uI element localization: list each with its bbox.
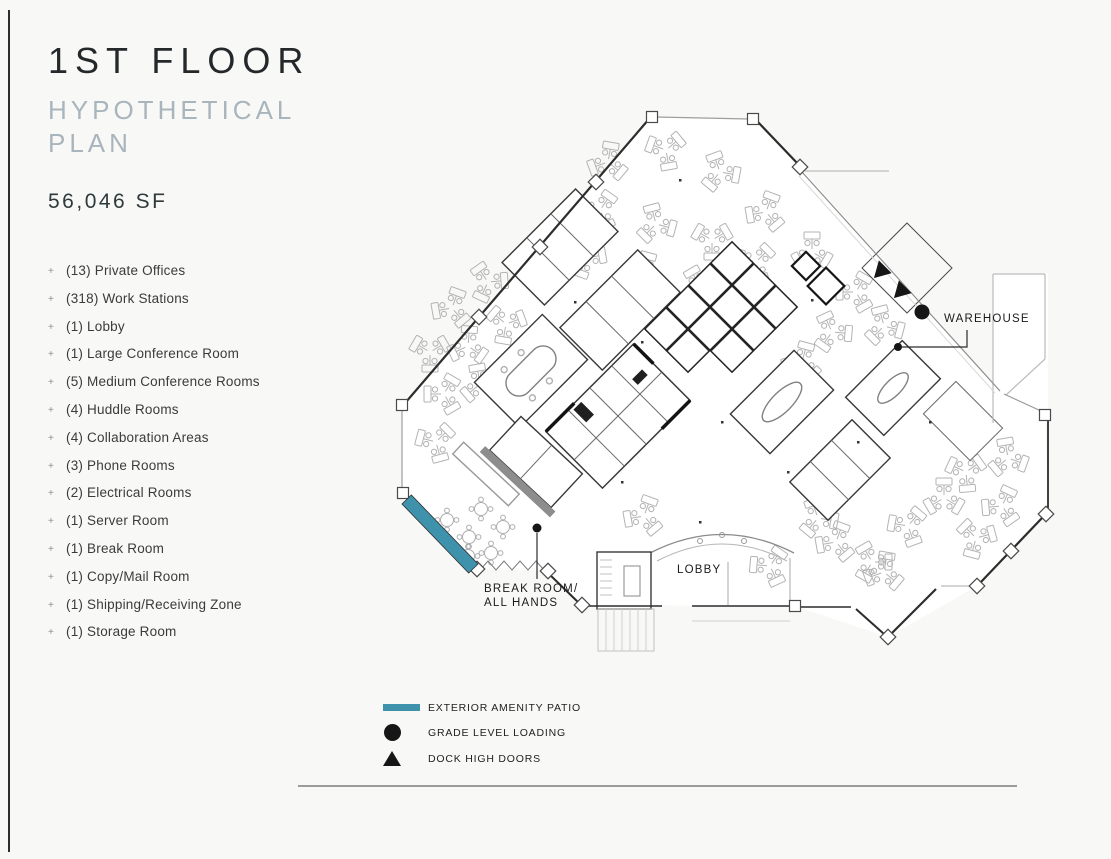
list-item-label: (4) Collaboration Areas [66,429,209,445]
list-item: (1) Lobby [48,319,260,347]
program-list: (13) Private Offices (318) Work Stations… [48,263,260,652]
break-room-block [479,415,584,518]
page-title: 1ST FLOOR [48,40,311,81]
legend-label: GRADE LEVEL LOADING [428,726,566,739]
dock-high-door-icon [873,260,892,279]
interior-rooms [451,188,942,522]
list-item: (4) Collaboration Areas [48,430,260,458]
list-item-label: (1) Storage Room [66,624,177,640]
list-item: (2) Electrical Rooms [48,485,260,513]
list-item: (1) Storage Room [48,624,260,652]
teal-bar-icon [383,704,420,711]
warehouse-leader-dot [894,343,902,351]
bottom-divider-rule [298,785,1017,787]
break-room-counter [451,441,521,507]
lobby-label: LOBBY [677,564,721,576]
warehouse-label: WAREHOUSE [944,313,1030,325]
list-item-label: (1) Shipping/Receiving Zone [66,596,242,612]
list-item: (1) Copy/Mail Room [48,569,260,597]
private-office-block [788,418,892,522]
list-item-label: (1) Copy/Mail Room [66,568,190,584]
list-item-label: (1) Large Conference Room [66,346,240,362]
list-item-label: (1) Break Room [66,540,165,556]
page-subtitle: HYPOTHETICAL PLAN [48,95,295,158]
dock-high-door-icon [893,280,912,299]
legend-label: EXTERIOR AMENITY PATIO [428,701,581,714]
left-margin-rule [8,10,10,852]
list-item: (1) Shipping/Receiving Zone [48,597,260,625]
list-item: (3) Phone Rooms [48,458,260,486]
list-item-label: (3) Phone Rooms [66,457,175,473]
list-item-label: (2) Electrical Rooms [66,485,192,501]
exterior-walls [401,116,1049,652]
large-conference-room [473,313,589,429]
list-item-label: (5) Medium Conference Rooms [66,374,260,390]
break-room-leader-dot [532,523,542,533]
list-item: (1) Server Room [48,513,260,541]
medium-conference-room [844,339,942,437]
core-rooms-block [544,342,692,490]
legend: EXTERIOR AMENITY PATIO GRADE LEVEL LOADI… [383,699,581,775]
huddle-room-grid [643,240,799,374]
phone-room [790,250,822,282]
private-office-block [558,248,682,372]
leader-lines [536,330,968,579]
break-room-label-line2: ALL HANDS [484,597,558,609]
list-item-label: (13) Private Offices [66,263,186,278]
title-block: 1ST FLOOR HYPOTHETICAL PLAN 56,046 SF [48,40,348,214]
square-footage-label: 56,046 SF [48,190,168,213]
black-triangle-icon [383,751,401,766]
list-item: (5) Medium Conference Rooms [48,374,260,402]
black-circle-icon [384,724,401,741]
lobby-area [596,532,795,610]
grade-level-loading-icon [914,304,930,320]
list-item-label: (1) Server Room [66,513,169,529]
exterior-amenity-patio-bar [401,494,479,574]
list-item: (1) Break Room [48,541,260,569]
list-item: (1) Large Conference Room [48,346,260,374]
warehouse-wing [861,222,1046,462]
legend-item-dock-doors: DOCK HIGH DOORS [383,750,581,767]
list-item-label: (4) Huddle Rooms [66,401,179,417]
loading-markers [532,260,930,533]
medium-conference-room [729,349,835,455]
list-item-label: (318) Work Stations [66,290,189,306]
legend-label: DOCK HIGH DOORS [428,752,541,765]
list-item-label: (1) Lobby [66,318,125,334]
plan-dots [574,179,932,524]
list-item: (13) Private Offices [48,263,260,291]
private-office-block [501,188,619,306]
list-item: (4) Huddle Rooms [48,402,260,430]
legend-item-grade-loading: GRADE LEVEL LOADING [383,724,581,741]
electrical-room [806,266,846,306]
legend-item-patio: EXTERIOR AMENITY PATIO [383,699,581,716]
list-item: (318) Work Stations [48,291,260,319]
break-room-label: BREAK ROOM/ [484,583,578,595]
